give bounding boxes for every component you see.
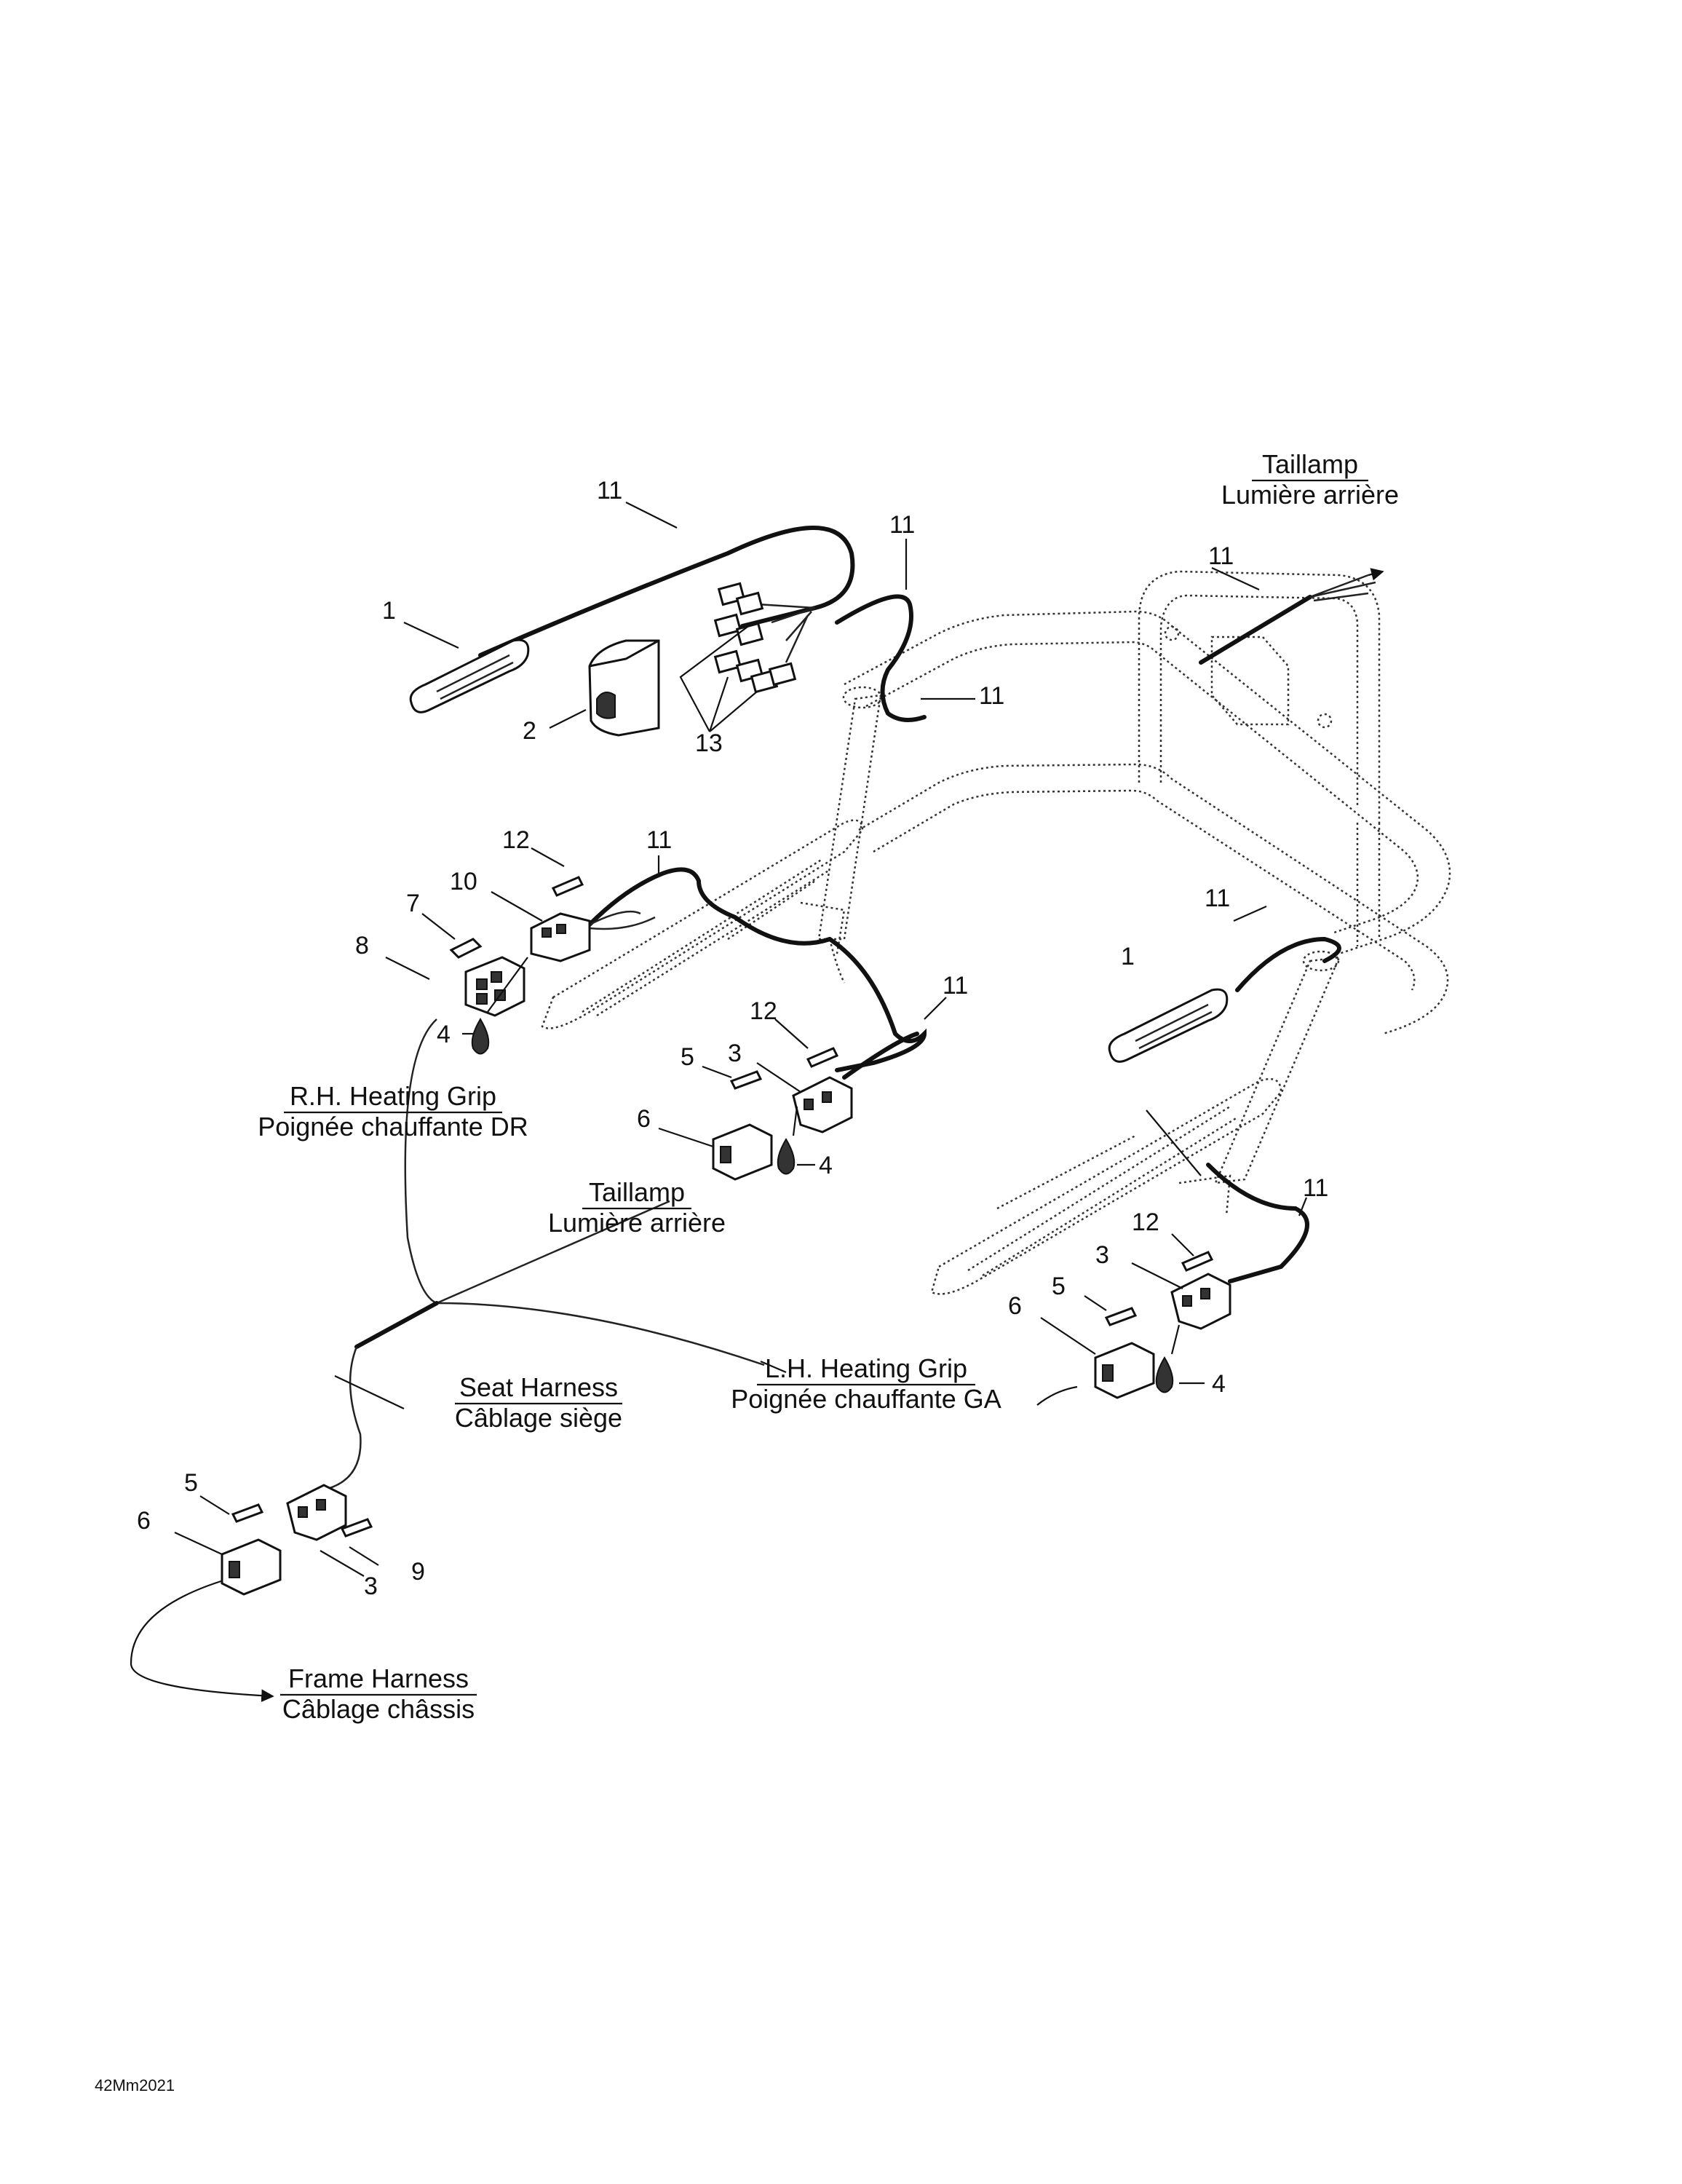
connectors-13 [713,582,797,694]
grip-right [1108,988,1229,1063]
callout-12-mid: 12 [750,997,777,1025]
callout-4-right: 4 [1212,1370,1226,1398]
callout-numbers: 11 1 2 11 11 13 12 10 7 8 11 4 11 12 3 5… [137,477,1328,1600]
callout-11-top: 11 [597,477,622,505]
callout-13: 13 [695,729,723,757]
grease-drop-mid [777,1138,796,1175]
label-rh-grip: R.H. Heating Grip Poignée chauffante DR [258,1081,528,1142]
callout-11-rh: 11 [646,826,672,854]
callout-9: 9 [411,1558,425,1586]
connector-8 [464,956,525,1017]
housing-6-right [1094,1342,1155,1399]
callout-6-right: 6 [1008,1292,1022,1320]
callout-6-mid: 6 [637,1105,651,1133]
connector-3-right [1170,1273,1231,1330]
callout-3-right: 3 [1095,1241,1109,1269]
terminal-12-right [1181,1251,1214,1272]
callout-5-right: 5 [1052,1273,1066,1300]
callout-11-grip-right: 11 [1205,885,1230,912]
label-frame-harness-en: Frame Harness [288,1663,469,1693]
wiring [130,526,1384,1702]
terminal-5-right [1104,1307,1138,1326]
terminal-12-top [551,876,584,897]
callout-12-top: 12 [502,826,530,854]
callout-11-post: 11 [979,682,1004,710]
terminal-5-mid [729,1070,763,1090]
callout-8: 8 [355,932,369,960]
grease-drop-right [1155,1356,1174,1393]
label-lh-grip-fr: Poignée chauffante GA [731,1384,1001,1414]
label-rh-grip-fr: Poignée chauffante DR [258,1112,528,1142]
connector-3-mid [792,1076,853,1133]
seat-frame [541,570,1451,1295]
label-taillamp-mid-en: Taillamp [589,1177,685,1207]
grease-drop-rh [471,1018,490,1055]
label-rh-grip-en: R.H. Heating Grip [290,1081,496,1111]
leader-lines [174,502,1308,1577]
label-taillamp-top-fr: Lumière arrière [1221,480,1399,510]
label-lh-grip: L.H. Heating Grip Poignée chauffante GA [731,1353,1001,1414]
label-taillamp-mid: Taillamp Lumière arrière [548,1177,726,1238]
switch-2 [588,639,660,737]
label-taillamp-top: Taillamp Lumière arrière [1221,449,1399,510]
terminal-9 [340,1518,373,1538]
callout-12-right: 12 [1132,1208,1159,1236]
label-taillamp-mid-fr: Lumière arrière [548,1208,726,1238]
label-seat-harness: Seat Harness Câblage siège [455,1372,622,1433]
label-frame-harness-fr: Câblage châssis [282,1694,475,1724]
terminal-7 [449,938,483,959]
callout-5-bottom: 5 [184,1469,198,1497]
grip-top [409,638,530,713]
callout-11-taillamp-top: 11 [1208,542,1234,570]
housing-6-mid [712,1123,773,1181]
housing-6-bottom [221,1538,282,1596]
terminal-12-mid [806,1047,839,1068]
figure-code: 42Mm2021 [95,2076,175,2094]
callout-4-mid: 4 [819,1152,833,1179]
callout-1-right: 1 [1121,943,1135,970]
terminal-5-bottom [231,1503,264,1523]
connector-3-bottom [286,1484,347,1541]
callout-11-mid: 11 [943,972,968,1000]
callout-5-mid: 5 [681,1043,694,1071]
callout-10: 10 [450,868,477,895]
label-lh-grip-en: L.H. Heating Grip [765,1353,967,1383]
callout-1-top: 1 [382,597,396,625]
callout-4-rh: 4 [437,1021,451,1048]
label-seat-harness-fr: Câblage siège [455,1403,622,1433]
callout-3-mid: 3 [728,1040,742,1067]
callout-6-bottom: 6 [137,1507,151,1535]
label-seat-harness-en: Seat Harness [459,1372,618,1402]
label-frame-harness: Frame Harness Câblage châssis [280,1663,477,1724]
callout-11-lower-right: 11 [1303,1174,1328,1202]
callout-2: 2 [523,717,536,745]
callout-11-upper-right: 11 [889,511,915,539]
label-taillamp-top-en: Taillamp [1262,449,1358,479]
callout-7: 7 [406,890,420,917]
callout-3-bottom: 3 [364,1572,378,1600]
connector-10 [530,912,591,962]
